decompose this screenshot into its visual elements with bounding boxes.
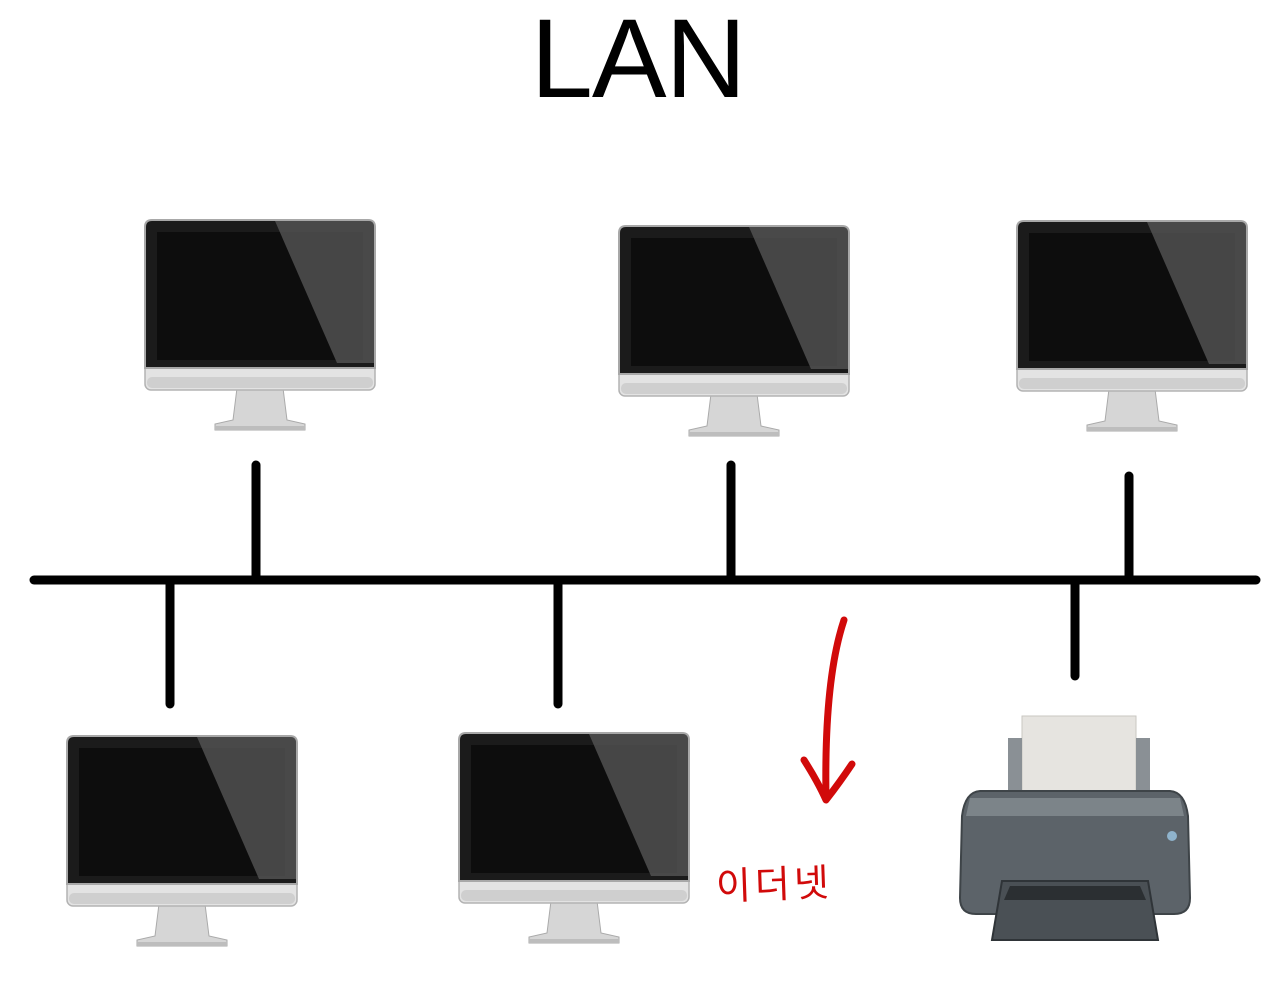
monitor-icon: [1016, 220, 1248, 432]
printer-icon: [959, 715, 1191, 941]
annotation-arrow: [822, 616, 848, 802]
annotation-arrowhead: [800, 756, 856, 804]
ethernet-label: 이더넷: [715, 860, 834, 909]
monitor-icon: [144, 219, 376, 431]
monitor-icon: [458, 732, 690, 944]
monitor-icon: [66, 735, 298, 947]
monitor-icon: [618, 225, 850, 437]
diagram-title: LAN: [530, 0, 747, 121]
